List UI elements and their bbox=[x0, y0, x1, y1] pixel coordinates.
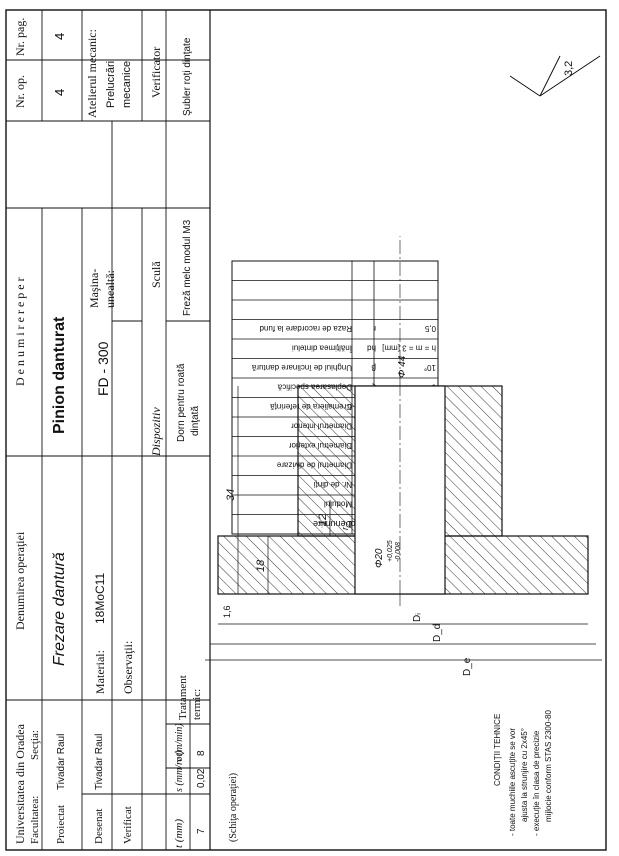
t-label: t (mm) bbox=[173, 819, 185, 848]
table-cell: r bbox=[373, 324, 376, 333]
table-cell: β bbox=[371, 363, 376, 372]
operation-name: Frezare dantură bbox=[51, 552, 68, 666]
tool-value: Freză melc modul M3 bbox=[182, 219, 193, 316]
part-drawing: 34 18 12 r Φ20 +0,025 -0,008 Φ 44 Dᵢ D_d… bbox=[205, 236, 602, 676]
sketch-label: (Schiţa operaţiei) bbox=[228, 773, 239, 842]
general-roughness-symbol: 3,2 bbox=[509, 55, 601, 97]
conditions-line3: - execuţie în clasa de precizie bbox=[532, 730, 541, 836]
machine-label-1: Maşina- bbox=[87, 269, 101, 308]
designed-label: Proiectat bbox=[55, 805, 67, 844]
page-no-label: Nr. pag. bbox=[13, 18, 27, 56]
conditions-title: CONDIŢII TEHNICE bbox=[493, 714, 502, 786]
conditions-line4: mijlocie conform STAS 2300-80 bbox=[544, 710, 553, 822]
university-name: Universitatea din Oradea bbox=[13, 723, 27, 844]
dim-r: r bbox=[340, 526, 350, 530]
machine-value: FD - 300 bbox=[95, 341, 111, 396]
treatment-label-1: Tratament bbox=[177, 675, 189, 720]
table-cell: hd bbox=[367, 344, 376, 353]
drawn-label: Desenat bbox=[93, 809, 105, 844]
tol-upper: +0,025 bbox=[387, 540, 394, 562]
checker-value: Şubler roţi dinţate bbox=[182, 37, 193, 116]
operation-name-label: Denumirea operaţiei bbox=[13, 531, 27, 630]
device-value-2: dinţată bbox=[190, 406, 201, 436]
workshop-1: Prelucrări bbox=[105, 61, 117, 108]
s-label: s (mm/rot) bbox=[174, 750, 185, 792]
material-value: 18MoC11 bbox=[93, 573, 107, 624]
checker-label: Verificator bbox=[149, 47, 163, 98]
faculty-label: Facultatea: bbox=[29, 796, 41, 844]
dim-12: 12 bbox=[317, 514, 329, 526]
treatment-label-2: termic: bbox=[191, 689, 203, 720]
v-label: v (m/min) bbox=[174, 723, 185, 762]
machine-label-2: unealtă: bbox=[103, 270, 117, 308]
table-cell: 0,5 bbox=[424, 324, 436, 333]
conditions-line2: ajusta la strunjire cu 2x45° bbox=[520, 728, 529, 822]
roughness-1-6: 1,6 bbox=[222, 605, 232, 618]
table-cell: Unghiul de înclinare dantură bbox=[251, 363, 352, 372]
table-cell: Raza de racordare la fund bbox=[260, 324, 353, 333]
observations-label: Observaţii: bbox=[121, 641, 135, 694]
material-label: Material: bbox=[93, 650, 107, 694]
device-value-1: Dorn pentru roată bbox=[176, 363, 187, 442]
part-name: Pinion danturat bbox=[51, 316, 68, 434]
s-value: 0,02 bbox=[196, 768, 207, 788]
v-value: 8 bbox=[196, 750, 207, 756]
dim-18: 18 bbox=[255, 559, 267, 572]
checked-label: Verificat bbox=[122, 806, 134, 844]
op-no: 4 bbox=[52, 89, 67, 96]
device-label: Dispozitiv bbox=[149, 407, 163, 457]
label-di: Dᵢ bbox=[412, 613, 423, 622]
t-value: 7 bbox=[196, 828, 207, 834]
table-cell: 10° bbox=[424, 363, 436, 372]
section-label: Secţia: bbox=[29, 730, 41, 760]
dim-outer: Φ 44 bbox=[397, 355, 408, 378]
part-name-label: D e n u m i r e r e p e r bbox=[13, 277, 27, 386]
label-dd: D_d bbox=[432, 624, 443, 642]
page-no: 4 bbox=[52, 33, 67, 40]
op-no-label: Nr. op. bbox=[13, 75, 27, 108]
drawn-by: Tivadar Raul bbox=[94, 734, 105, 790]
tol-lower: -0,008 bbox=[395, 542, 402, 562]
general-roughness-value: 3,2 bbox=[563, 61, 575, 76]
sheet-border bbox=[5, 9, 607, 851]
conditions-line1: - toate muchiile ascuţite se vor bbox=[508, 728, 517, 836]
workshop-2: mecanice bbox=[121, 61, 133, 108]
dim-bore: Φ20 bbox=[374, 548, 385, 568]
dim-34: 34 bbox=[225, 489, 237, 501]
designed-by: Tivadar Raul bbox=[56, 734, 67, 790]
workshop-label: Atelierul mecanic: bbox=[85, 29, 99, 118]
tool-label: Sculă bbox=[149, 261, 163, 288]
table-cell: Înălţimea dintelui bbox=[292, 344, 353, 353]
label-de: D_e bbox=[462, 657, 473, 676]
table-cell: h = m = 3 [mm] bbox=[382, 344, 436, 353]
